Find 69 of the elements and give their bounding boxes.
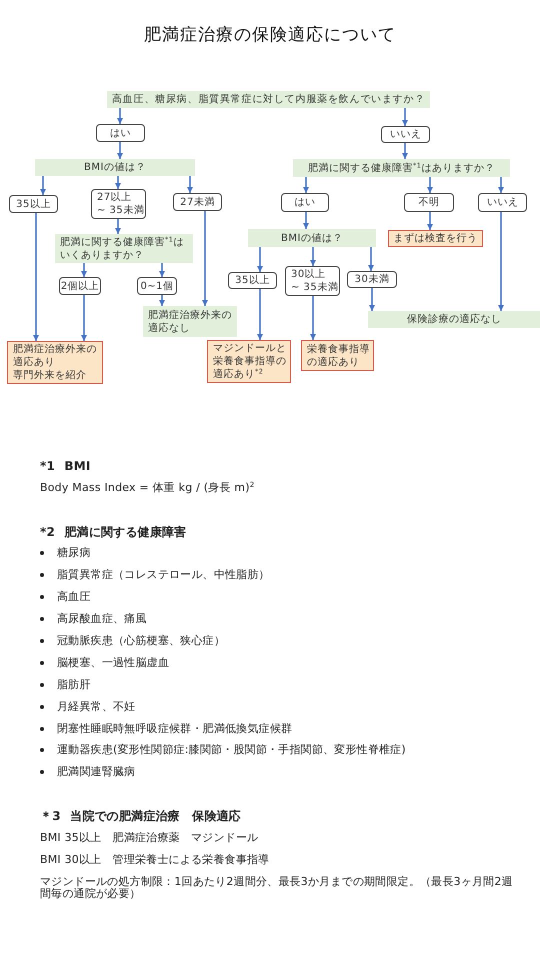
choice-box: 35以上: [228, 272, 277, 289]
list-item: 月経異常、不妊: [57, 700, 136, 714]
choice-box: はい: [281, 193, 329, 212]
list-item: 脂質異常症（コレステロール、中性脂肪）: [57, 568, 270, 582]
arrow: [33, 213, 39, 341]
arrow: [498, 212, 504, 311]
arrow: [498, 177, 504, 193]
choice-box: 27以上 ~ 35未満: [91, 189, 146, 219]
arrow: [117, 142, 123, 159]
arrow: [310, 247, 316, 266]
choice-box: はい: [96, 124, 145, 142]
question-box: BMIの値は？: [248, 229, 376, 247]
arrow: [40, 176, 46, 195]
choice-box: 2個以上: [59, 277, 101, 295]
question-box: 高血圧、糖尿病、脂質異常症に対して内服薬を飲んでいますか？: [107, 91, 430, 108]
list-item: 閉塞性睡眠時無呼吸症候群・肥満低換気症候群: [57, 722, 292, 736]
choice-box: 27未満: [173, 193, 222, 211]
arrow: [81, 295, 87, 341]
arrow: [402, 108, 408, 126]
footnote-heading: ＊3 当院での肥満症治療 保険適応: [40, 809, 241, 823]
choice-box: 35以上: [9, 195, 58, 213]
arrow: [368, 247, 374, 271]
list-item: 肥満関連腎臓病: [57, 765, 136, 779]
outcome-box: 肥満症治療外来の適応なし: [143, 306, 237, 337]
list-item: 脂肪肝: [57, 678, 91, 692]
question-box: 肥満に関する健康障害$^{*1}$はいくありますか？: [55, 234, 193, 263]
arrow: [257, 289, 263, 340]
arrow: [257, 247, 263, 272]
footnote-text: Body Mass Index = 体重 kg / (身長 m)$^{2}$: [40, 481, 254, 495]
footnote-text: マジンドールの処方制限：1回あたり2週間分、最長3か月までの期間限定。（最長3ヶ月間2週間毎の通院が必要）: [40, 876, 514, 900]
result-box: 栄養食事指導の適応あり: [301, 340, 374, 371]
choice-box: 30以上 ~ 35未満: [285, 266, 340, 296]
question-box: 肥満に関する健康障害$^{*1}$はありますか？: [293, 159, 510, 177]
arrow: [202, 211, 208, 306]
choice-box: いいえ: [478, 193, 527, 212]
arrow: [303, 177, 309, 193]
question-box: BMIの値は？: [35, 159, 195, 176]
arrow: [427, 212, 433, 230]
result-box: 肥満症治療外来の適応あり専門外来を紹介: [7, 341, 103, 384]
outcome-box: 保険診療の適応なし: [368, 311, 540, 328]
list-item: 冠動脈疾患（心筋梗塞、狭心症）: [57, 634, 225, 648]
arrow: [115, 219, 121, 234]
arrow: [303, 212, 309, 229]
choice-box: 30未満: [347, 271, 397, 288]
arrow: [117, 108, 123, 124]
arrow: [187, 176, 193, 193]
footnote-text: BMI 35以上 肥満症治療薬 マジンドール: [40, 831, 258, 845]
result-box: マジンドールと栄養食事指導の適応あり$^{*2}$: [207, 340, 291, 383]
footnote-heading: *2 肥満に関する健康障害: [40, 525, 186, 539]
arrow: [369, 288, 375, 311]
choice-box: いいえ: [381, 126, 430, 143]
arrow: [159, 295, 165, 306]
arrow: [310, 296, 316, 340]
arrow: [115, 176, 121, 189]
list-item: 糖尿病: [57, 546, 91, 560]
title: 肥満症治療の保険適応について: [144, 24, 396, 46]
footnote-text: BMI 30以上 管理栄養士による栄養食事指導: [40, 853, 270, 867]
list-item: 高血圧: [57, 590, 91, 604]
list-item: 脳梗塞、一過性脳虚血: [57, 656, 169, 670]
arrow: [402, 143, 408, 159]
list-item: 運動器疾患(変形性関節症:膝関節・股関節・手指関節、変形性脊椎症): [57, 743, 406, 757]
list-item: 高尿酸血症、痛風: [57, 612, 147, 626]
arrow: [81, 263, 87, 277]
footnote-heading: *1 BMI: [40, 459, 91, 473]
choice-box: 不明: [404, 193, 454, 212]
choice-box: 0~1個: [137, 277, 177, 295]
arrow: [427, 177, 433, 193]
arrow: [159, 263, 165, 277]
result-box: まずは検査を行う: [388, 230, 483, 247]
